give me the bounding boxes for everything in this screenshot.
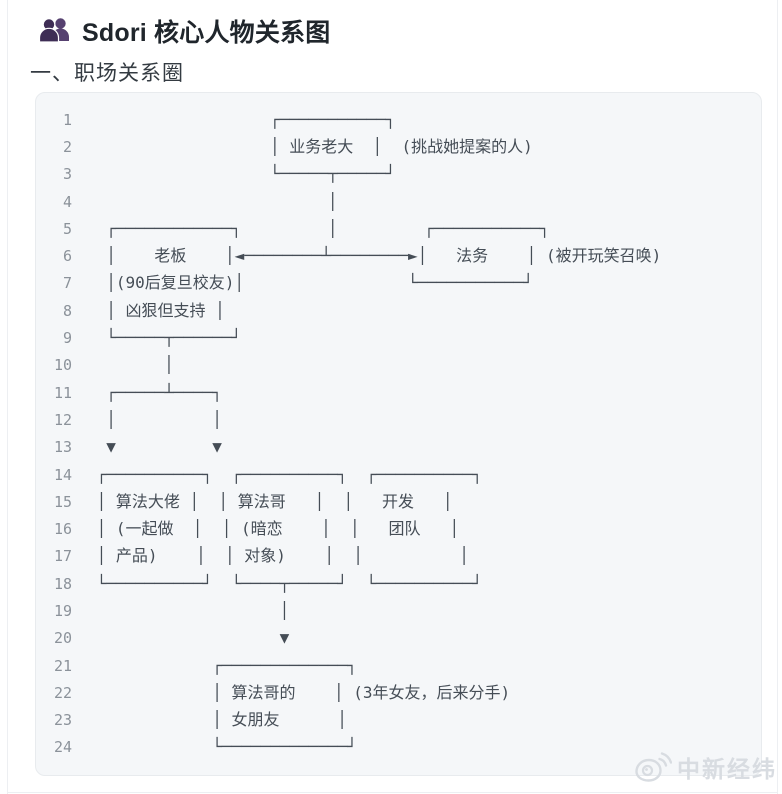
code-line: │ 业务老大 │ (挑战她提案的人): [87, 136, 533, 156]
code-line-row: 2 │ 业务老大 │ (挑战她提案的人): [48, 133, 761, 160]
code-line-row: 18 └──────────┘ └────┬─────┘ └──────────…: [48, 570, 761, 597]
line-number: 21: [53, 656, 72, 675]
code-line-row: 20 ▼: [48, 625, 761, 652]
code-line: └──────────┘ └────┬─────┘ └──────────┘: [87, 573, 482, 593]
code-line: │: [87, 191, 338, 211]
code-line: │ 算法大佬 │ │ 算法哥 │ │ 开发 │: [87, 491, 453, 511]
line-number: 18: [53, 574, 72, 593]
code-line-row: 10 │: [48, 352, 761, 379]
code-line-row: 14 ┌──────────┐ ┌──────────┐ ┌──────────…: [48, 461, 761, 488]
code-line-row: 16 │ (一起做 │ │ (暗恋 │ │ 团队 │: [48, 515, 761, 542]
people-icon: [38, 14, 72, 49]
page-bottom-border: [7, 792, 778, 793]
code-line-row: 11 ┌─────┴────┐: [48, 379, 761, 406]
code-line: │ │: [87, 409, 222, 429]
line-number: 11: [53, 383, 72, 402]
doc-header: Sdori 核心人物关系图: [38, 13, 330, 49]
line-number: 20: [53, 629, 72, 648]
line-number: 4: [62, 192, 72, 211]
code-line-row: 1 ┌───────────┐: [48, 106, 761, 133]
line-number: 2: [62, 137, 72, 156]
code-line: ┌───────────┐: [87, 109, 396, 129]
watermark-text: 中新经纬: [677, 756, 777, 782]
code-line: ┌─────────────┐: [87, 655, 357, 675]
code-line-row: 8 │ 凶狠但支持 │: [48, 297, 761, 324]
code-line-row: 3 └─────┬─────┘: [48, 161, 761, 188]
line-number: 16: [53, 520, 72, 539]
code-line-row: 15 │ 算法大佬 │ │ 算法哥 │ │ 开发 │: [48, 488, 761, 515]
code-line: │: [87, 355, 174, 375]
code-line-row: 6 │ 老板 │◄────────┴────────►│ 法务 │ (被开玩笑召…: [48, 242, 761, 269]
weibo-logo-icon: [635, 751, 672, 783]
code-line-row: 24 └─────────────┘: [48, 734, 761, 761]
line-number: 6: [62, 247, 72, 266]
code-line-row: 19 │: [48, 597, 761, 624]
code-line: │(90后复旦校友)│ └───────────┘: [87, 273, 534, 293]
code-block: 1 ┌───────────┐ 2 │ 业务老大 │ (挑战她提案的人) 3 └…: [35, 92, 762, 776]
line-number: 8: [62, 301, 72, 320]
line-number: 13: [53, 438, 72, 457]
code-line-row: 5 ┌────────────┐ │ ┌───────────┐: [48, 215, 761, 242]
page-right-border: [777, 0, 778, 794]
code-line-row: 7 │(90后复旦校友)│ └───────────┘: [48, 270, 761, 297]
line-number: 14: [53, 465, 72, 484]
code-lines: 1 ┌───────────┐ 2 │ 业务老大 │ (挑战她提案的人) 3 └…: [48, 106, 761, 761]
line-number: 7: [62, 274, 72, 293]
line-number: 9: [62, 329, 72, 348]
code-line: │ 女朋友 │: [87, 710, 347, 730]
line-number: 1: [62, 110, 72, 129]
code-line: │ 算法哥的 │ (3年女友，后来分手): [87, 682, 511, 702]
code-line-row: 13 ▼ ▼: [48, 434, 761, 461]
code-line-row: 22 │ 算法哥的 │ (3年女友，后来分手): [48, 679, 761, 706]
line-number: 12: [53, 410, 72, 429]
code-line: │: [87, 600, 290, 620]
page-left-border: [7, 0, 8, 794]
code-line-row: 21 ┌─────────────┐: [48, 652, 761, 679]
line-number: 23: [53, 711, 72, 730]
line-number: 17: [53, 547, 72, 566]
code-line: │ (一起做 │ │ (暗恋 │ │ 团队 │: [87, 519, 460, 539]
line-number: 10: [53, 356, 72, 375]
watermark: 中新经纬: [635, 750, 777, 784]
code-line: ┌──────────┐ ┌──────────┐ ┌──────────┐: [87, 464, 482, 484]
code-line: │ 凶狠但支持 │: [87, 300, 225, 320]
line-number: 15: [53, 492, 72, 511]
code-line: ┌────────────┐ │ ┌───────────┐: [87, 218, 550, 238]
code-line-row: 4 │: [48, 188, 761, 215]
code-line-row: 23 │ 女朋友 │: [48, 707, 761, 734]
line-number: 24: [53, 738, 72, 757]
code-line-row: 17 │ 产品) │ │ 对象) │ │ │: [48, 543, 761, 570]
code-line: └─────────────┘: [87, 737, 357, 757]
line-number: 5: [62, 219, 72, 238]
code-line: └─────┬──────┘: [87, 328, 242, 348]
section-title: 一、职场关系圈: [30, 62, 184, 85]
line-number: 19: [53, 601, 72, 620]
page-title: Sdori 核心人物关系图: [82, 19, 331, 47]
code-line: ▼: [87, 628, 290, 648]
code-line-row: 12 │ │: [48, 406, 761, 433]
code-line: │ 产品) │ │ 对象) │ │ │: [87, 546, 469, 566]
code-line-row: 9 └─────┬──────┘: [48, 324, 761, 351]
code-line: ┌─────┴────┐: [87, 382, 222, 402]
code-line: └─────┬─────┘: [87, 164, 396, 184]
code-line: │ 老板 │◄────────┴────────►│ 法务 │ (被开玩笑召唤): [87, 246, 662, 266]
line-number: 3: [62, 165, 72, 184]
line-number: 22: [53, 683, 72, 702]
code-line: ▼ ▼: [87, 437, 222, 457]
